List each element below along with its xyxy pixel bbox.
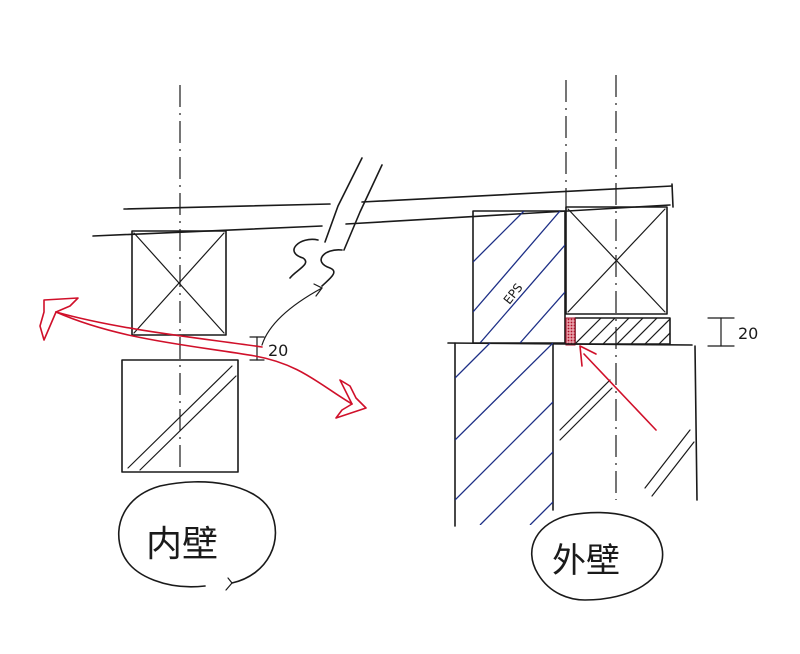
beam-break-line (289, 157, 383, 287)
inner-wall-label-bubble: 内壁 (117, 481, 277, 591)
red-double-arrow (39, 297, 367, 419)
leader-arrow-left (261, 283, 323, 346)
hatched-sill-bar (574, 317, 671, 345)
inner-wall-lower-post (121, 359, 239, 473)
sealant-strip (565, 317, 576, 346)
outer-wall-label-bubble: 外壁 (531, 511, 664, 601)
outer-wall-label: 外壁 (552, 541, 620, 581)
center-axes (179, 75, 617, 500)
eps-label: EPS (501, 281, 526, 307)
eps-insulation-block: EPS (472, 210, 566, 344)
red-pointer-arrow (579, 345, 657, 431)
outer-wall-upper-post (565, 206, 668, 315)
dimension-right: 20 (707, 317, 758, 347)
inner-wall-upper-post (131, 230, 227, 336)
inner-wall-label: 内壁 (146, 524, 218, 565)
dimension-right-label: 20 (738, 324, 758, 343)
outer-wall-lower (447, 342, 698, 527)
dimension-left-label: 20 (268, 341, 288, 360)
